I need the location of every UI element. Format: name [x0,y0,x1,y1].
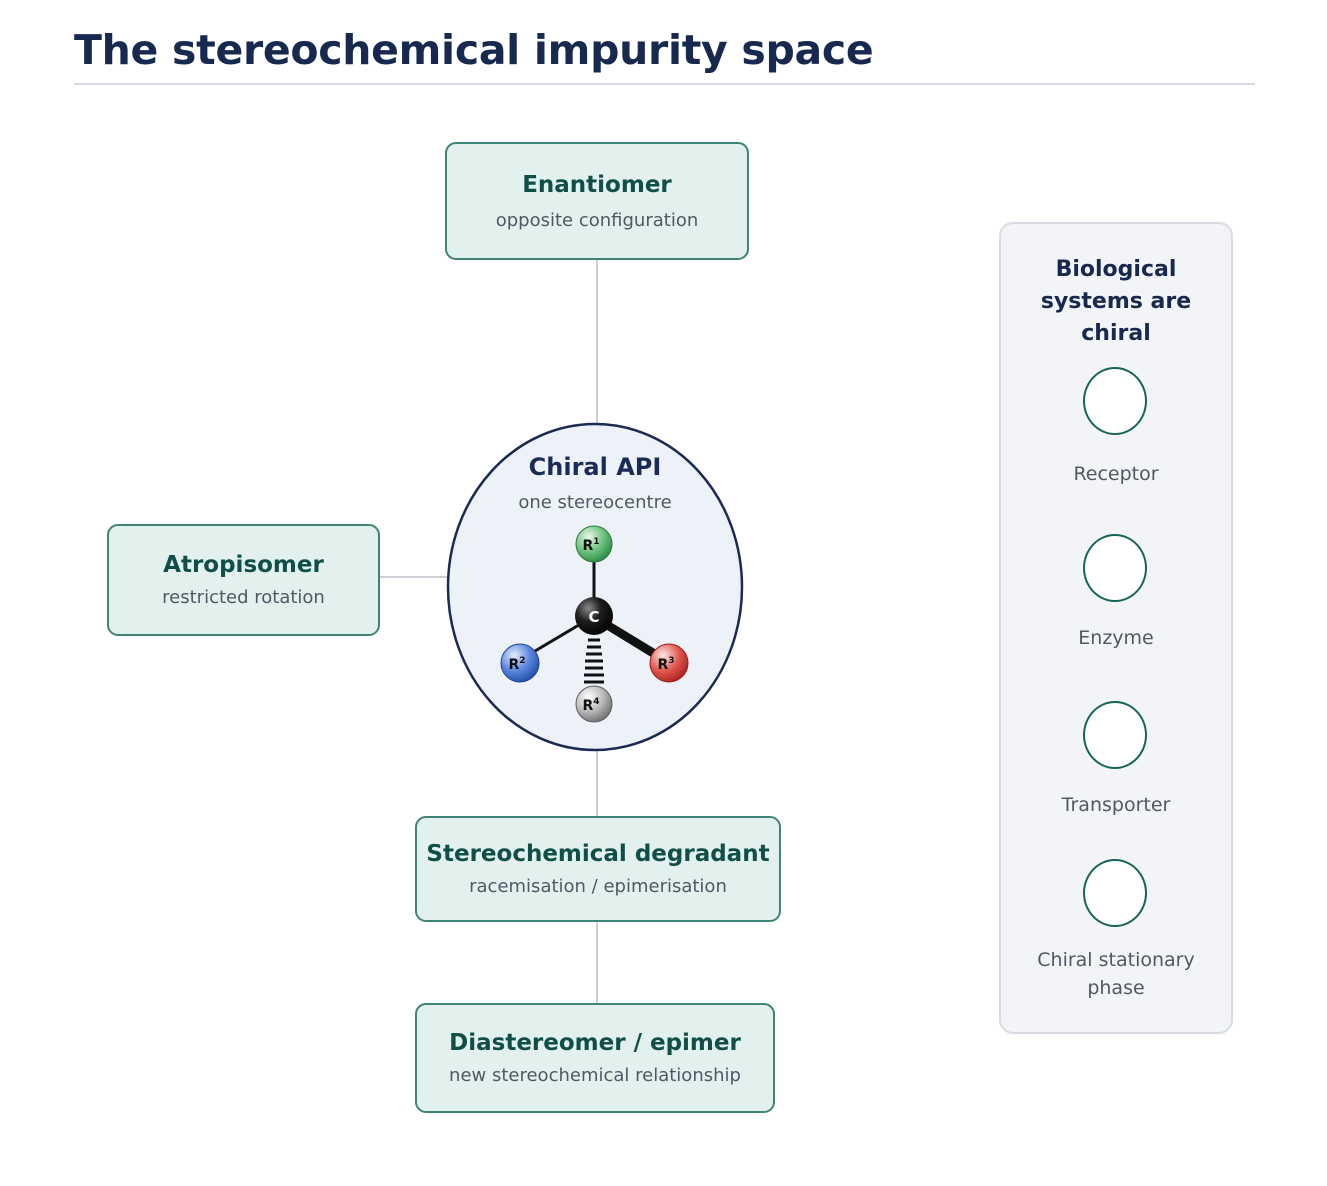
degradant-subtitle: racemisation / epimerisation [469,876,727,897]
svg-text:R2: R2 [508,656,525,673]
atom-r2-label: R [508,657,519,673]
chiral-stationary-phase-icon [1083,859,1147,927]
atom-r4-sup: 4 [593,697,599,707]
atom-r2: R2 [500,643,540,683]
diastereomer-title: Diastereomer / epimer [449,1030,741,1056]
chiral-api-title: Chiral API [528,453,662,481]
atom-r3-label: R [657,657,668,673]
enantiomer-node: Enantiomer opposite configuration [445,142,749,260]
biological-systems-panel: Biological systems are chiral Receptor E… [999,222,1233,1034]
atropisomer-title: Atropisomer [163,552,324,578]
svg-text:R1: R1 [582,537,599,554]
diastereomer-node: Diastereomer / epimer new stereochemical… [415,1003,775,1113]
atom-r4: R4 [575,685,613,723]
transporter-icon [1083,701,1147,769]
title-divider [74,83,1255,85]
receptor-icon [1083,367,1147,435]
atom-r3: R3 [649,643,689,683]
svg-text:R4: R4 [582,697,599,714]
panel-title: Biological systems are chiral [1040,257,1192,346]
atom-carbon: C [575,597,613,635]
atom-r3-sup: 3 [668,656,674,666]
hashed-bond-r4 [584,638,604,684]
enantiomer-title: Enantiomer [522,171,672,198]
atom-carbon-label: C [588,608,599,626]
enantiomer-subtitle: opposite configuration [495,209,699,231]
atropisomer-subtitle: restricted rotation [162,587,325,608]
degradant-node: Stereochemical degradant racemisation / … [415,816,781,922]
atom-r2-sup: 2 [519,656,525,666]
diastereomer-subtitle: new stereochemical relationship [449,1065,741,1086]
svg-text:R3: R3 [657,656,674,673]
atropisomer-node: Atropisomer restricted rotation [107,524,380,636]
chiral-api-subtitle: one stereocentre [518,492,672,513]
chiral-stationary-phase-label: Chiral stationary phase [1037,949,1195,999]
atom-r1-label: R [582,538,593,554]
degradant-title: Stereochemical degradant [426,841,770,867]
receptor-label: Receptor [1073,463,1159,485]
transporter-label: Transporter [1061,794,1171,816]
enzyme-label: Enzyme [1078,627,1154,649]
atom-r1: R1 [575,525,613,563]
atom-r1-sup: 1 [593,537,599,547]
enzyme-icon [1083,534,1147,602]
page-title: The stereochemical impurity space [74,26,874,74]
atom-r4-label: R [582,698,593,714]
